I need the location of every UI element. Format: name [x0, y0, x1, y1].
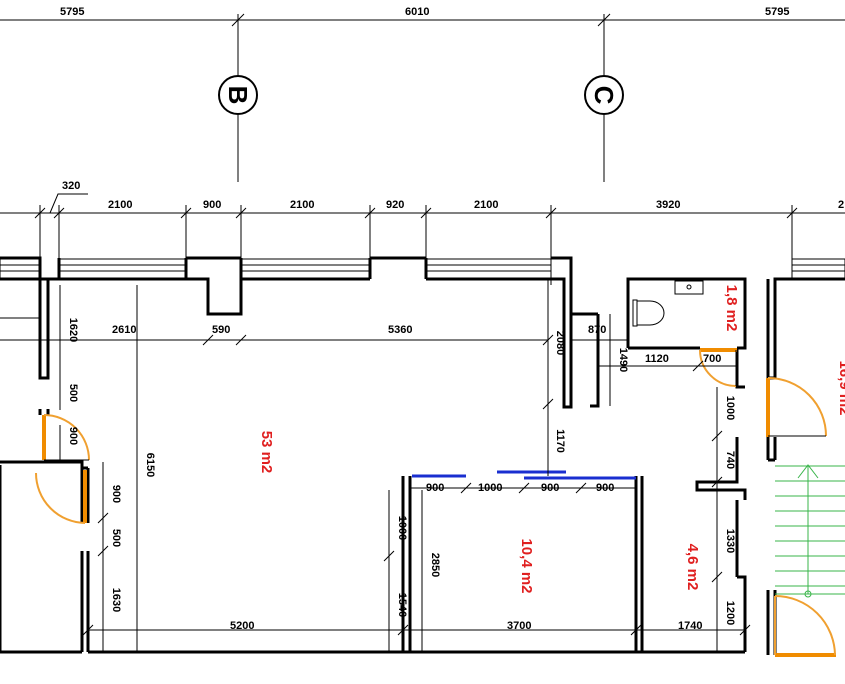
dim-label: 900: [541, 482, 559, 494]
interior-dimension-labels: 1620 2610 590 5360 2080 870 1490 1120 70…: [67, 318, 736, 632]
dim-label: 2610: [112, 324, 136, 336]
dim-label: 2100: [474, 199, 498, 211]
dim-label: 1540: [396, 593, 408, 617]
stairs: [775, 464, 845, 598]
dim-label: 900: [596, 482, 614, 494]
area-bathroom: 1,8 m2: [723, 285, 740, 332]
dim-label: 1630: [110, 588, 122, 612]
dim-label: 2100: [108, 199, 132, 211]
dim-label: 2080: [554, 331, 566, 355]
dim-label: 900: [426, 482, 444, 494]
top-dimension-line: 5795 6010 5795: [0, 6, 845, 27]
dim-label: 1200: [724, 601, 736, 625]
dim-label: 500: [110, 529, 122, 547]
dim-label: 1000: [396, 516, 408, 540]
interior-dimension-lines: [0, 279, 751, 652]
dim-label: 740: [724, 451, 736, 469]
dim-label: 900: [203, 199, 221, 211]
dim-label: 700: [703, 353, 721, 365]
dim-label: 2850: [429, 553, 441, 577]
dim-label: 1170: [554, 429, 566, 453]
walls: [0, 256, 845, 655]
dim-label: 5360: [388, 324, 412, 336]
dim-label: 5795: [60, 6, 84, 18]
dim-label: 1740: [678, 620, 702, 632]
dim-label: 920: [386, 199, 404, 211]
sliding-doors: [412, 470, 636, 480]
grid-axis-c: C: [584, 14, 624, 182]
area-right-room: 16,9 m2: [836, 360, 845, 415]
dim-label: 5200: [230, 620, 254, 632]
bathroom-fixtures: [632, 280, 704, 327]
axis-label-b: B: [223, 86, 253, 105]
dim-label: 1620: [67, 318, 79, 342]
dim-label: 870: [588, 324, 606, 336]
dim-label: 900: [67, 427, 79, 445]
dim-label: 1000: [478, 482, 502, 494]
dim-label: 3920: [656, 199, 680, 211]
dim-label: 2: [838, 199, 844, 211]
axis-label-c: C: [589, 86, 619, 105]
area-bedroom: 10,4 m2: [518, 538, 535, 593]
dim-label: 6010: [405, 6, 429, 18]
dim-label: 1000: [724, 396, 736, 420]
dim-label: 900: [110, 485, 122, 503]
grid-axis-b: B: [218, 14, 258, 182]
dim-label: 5795: [765, 6, 789, 18]
doors: [35, 348, 836, 657]
area-main-room: 53 m2: [258, 431, 275, 474]
dim-label: 1120: [645, 353, 669, 365]
dim-label: 500: [67, 384, 79, 402]
dim-label: 1330: [724, 529, 736, 553]
dim-label: 2100: [290, 199, 314, 211]
dim-label: 3700: [507, 620, 531, 632]
facade-dimension-line: 320 2100 900 2100 920 2100 3920 2: [0, 180, 845, 285]
dim-label: 320: [62, 180, 80, 192]
room-areas: 53 m2 1,8 m2 10,4 m2 4,6 m2 16,9 m2: [258, 285, 845, 594]
dim-label: 1490: [617, 348, 629, 372]
facade-windows: [0, 258, 845, 279]
dim-label: 590: [212, 324, 230, 336]
dim-label: 6150: [144, 453, 156, 477]
area-hall: 4,6 m2: [684, 544, 701, 591]
